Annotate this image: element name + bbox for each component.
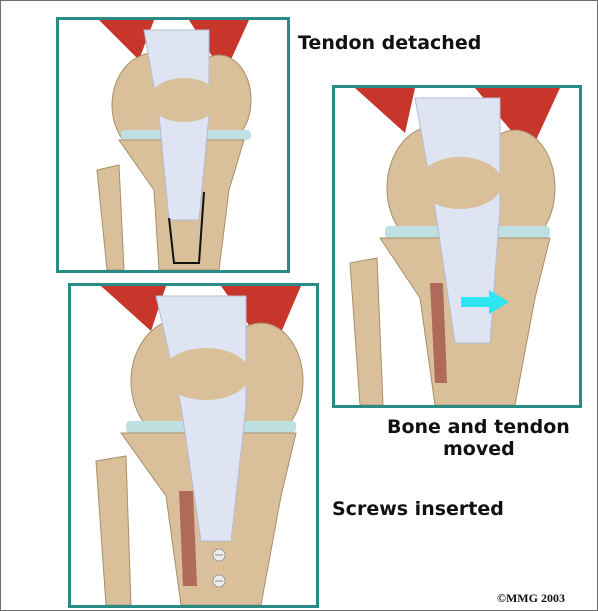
right-arrow-icon: [461, 290, 509, 314]
caption-tendon-detached: Tendon detached: [298, 32, 481, 54]
knee-illustration-3: [71, 286, 316, 605]
caption-bone-and-tendon-moved-line1: Bone and tendon: [387, 416, 570, 438]
screw-icon: [212, 548, 226, 562]
panel-bone-and-tendon-moved: [332, 85, 582, 408]
screw-icon: [212, 574, 226, 588]
panel-screws-inserted: [68, 283, 319, 608]
panel-tendon-detached: [56, 17, 290, 273]
caption-screws-inserted: Screws inserted: [332, 498, 504, 520]
knee-illustration-1: [59, 20, 287, 270]
caption-bone-and-tendon-moved-line2: moved: [443, 438, 515, 460]
copyright-notice: ©MMG 2003: [497, 591, 565, 606]
knee-illustration-2: [335, 88, 579, 405]
